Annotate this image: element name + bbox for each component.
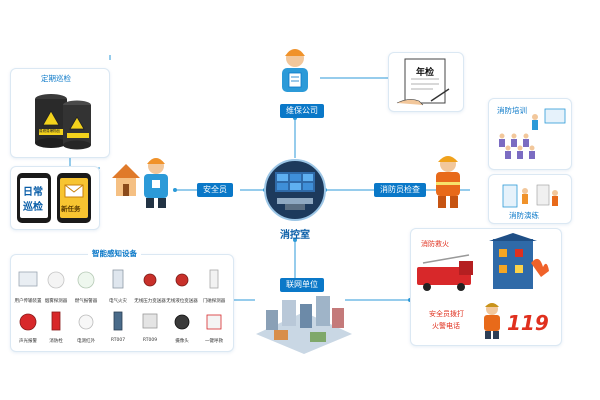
control-room-label: 消控室	[280, 230, 310, 241]
device-icon	[78, 314, 94, 330]
badge-networked-units: 联网单位	[280, 278, 324, 292]
annual-check-title: 年检	[416, 68, 435, 78]
envelope-icon	[64, 184, 84, 198]
badge-fire-inspection: 消防员检查	[374, 183, 426, 197]
device-label: 燃气报警器	[74, 299, 98, 304]
device-icon	[142, 313, 158, 329]
device-icon	[112, 269, 124, 289]
control-room-icon	[264, 159, 326, 221]
drill-icon	[502, 184, 558, 208]
device-label: 一键呼救	[205, 339, 223, 344]
device-label: 门磁探测器	[202, 299, 226, 304]
rescue-title: 消防救火	[421, 240, 449, 248]
phones-card: 日常 巡检 新任务	[10, 166, 100, 230]
firefighter-figure	[436, 156, 460, 208]
rescue-scene-icon	[417, 233, 549, 291]
phone-right-text: 新任务	[61, 205, 81, 213]
device-icon	[206, 314, 222, 330]
safety-officer-figure	[112, 158, 168, 208]
phone-left: 日常 巡检	[17, 173, 51, 223]
device-label: 用户传输装置	[14, 299, 42, 304]
caller-figure	[484, 303, 500, 339]
device-icon	[19, 313, 37, 331]
device-label: RT009	[142, 338, 158, 343]
device-label: 无线压力变送器	[134, 299, 166, 304]
badge-maintenance: 维保公司	[280, 104, 324, 118]
device-icon	[143, 273, 157, 287]
device-icon	[47, 271, 65, 289]
drill-label: 消防演练	[509, 211, 539, 220]
device-label: 声光报警	[19, 339, 37, 344]
device-icon	[174, 314, 190, 330]
training-card: 消防培训	[488, 98, 572, 170]
device-icon	[113, 311, 123, 331]
device-icon	[51, 311, 61, 331]
smart-devices-title: 智能感知设备	[88, 248, 141, 259]
phone-left-line2: 巡检	[23, 202, 43, 213]
rescue-call-line1: 安全员拨打	[429, 310, 464, 318]
phone-left-line1: 日常	[23, 187, 43, 198]
regular-inspection-title: 定期巡检	[41, 74, 71, 83]
training-icon	[499, 108, 566, 159]
regular-inspection-card: 定期巡检 易燃易爆物品	[10, 68, 110, 158]
device-label: 电测红外	[77, 339, 95, 344]
badge-safety-officer: 安全员	[197, 183, 233, 197]
device-label: 摄像头	[175, 339, 189, 344]
training-label: 消防培训	[497, 106, 527, 115]
rescue-call-line2: 火警电话	[432, 322, 460, 330]
device-label: 烟雾探测器	[44, 299, 68, 304]
device-icon	[77, 271, 95, 289]
device-icons	[18, 269, 222, 331]
device-icon	[209, 269, 219, 289]
device-label: RT007	[110, 338, 126, 343]
barrel-tag: 易燃易爆物品	[39, 129, 60, 133]
networked-units-buildings	[256, 296, 352, 354]
device-icon	[18, 271, 38, 287]
device-label: 消防栓	[49, 339, 63, 344]
annual-check-card: 年检	[388, 52, 464, 112]
maintenance-worker-figure	[282, 49, 308, 92]
device-label: 电气火灾	[109, 299, 127, 304]
phone-right: 新任务	[57, 173, 91, 223]
barrels-icon	[35, 94, 91, 150]
certificate-icon	[396, 58, 450, 106]
rescue-number: 119	[507, 311, 549, 335]
drill-card: 消防演练	[488, 174, 572, 224]
device-icon	[175, 273, 189, 287]
rescue-card: 消防救火 安全员拨打 火警电话 119	[410, 228, 562, 346]
device-label: 无线液位变送器	[166, 299, 198, 304]
